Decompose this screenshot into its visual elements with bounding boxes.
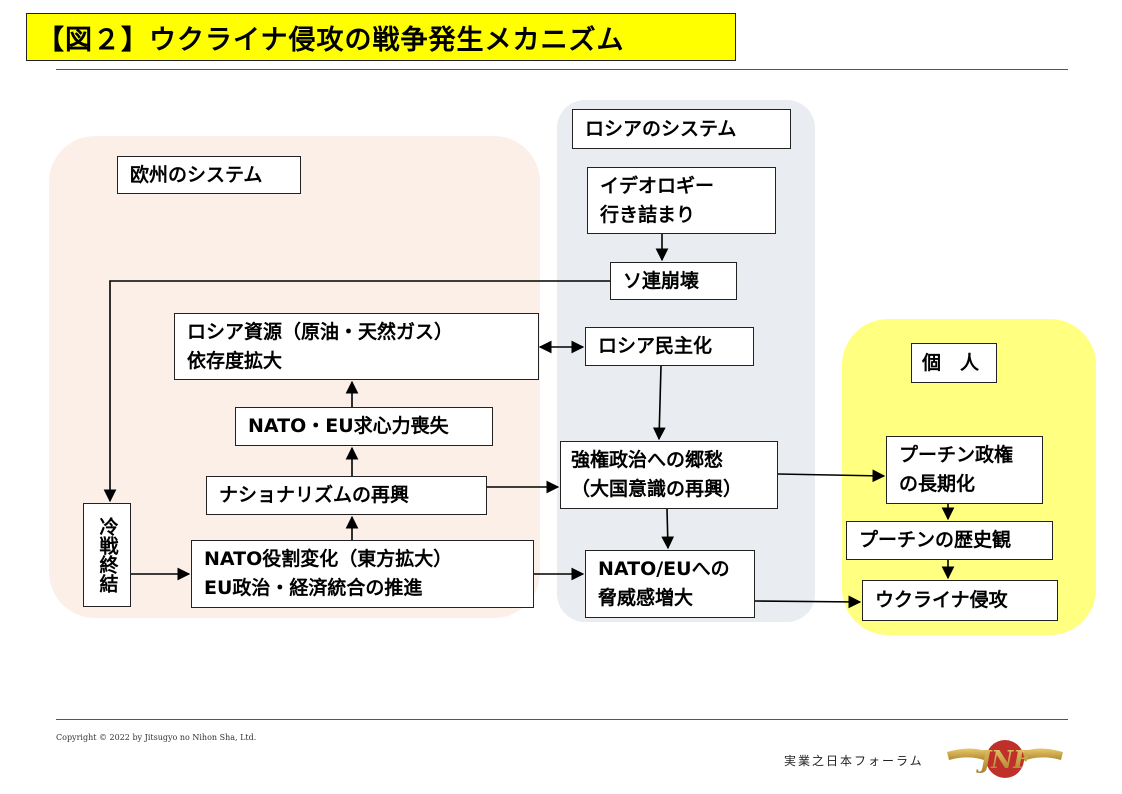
copyright-text: Copyright © 2022 by Jitsugyo no Nihon Sh… [56,733,257,742]
region-label-russia: ロシアのシステム [572,109,791,149]
node-ideology-deadlock: イデオロギー 行き詰まり [587,167,776,234]
node-nationalism-revival: ナショナリズムの再興 [206,476,487,515]
arrow-strong-to-threat [661,508,675,550]
node-ukraine-invasion: ウクライナ侵攻 [862,580,1058,621]
header-divider [56,69,1068,70]
node-resource-dependency: ロシア資源（原油・天然ガス） 依存度拡大 [174,313,539,380]
node-russia-democratization: ロシア民主化 [585,327,754,366]
node-nato-eu-threat: NATO/EUへの 脅威感増大 [585,550,755,618]
node-cold-war-end: 冷戦終結 [83,503,131,607]
node-strong-politics-nostalgia: 強権政治への郷愁 （大国意識の再興） [560,441,778,509]
logo-lettering: JNF [976,745,1032,774]
arrow-democratization-to-strong [652,365,666,441]
diagram-title: 【図２】ウクライナ侵攻の戦争発生メカニズム [26,13,736,61]
node-nato-eu-cohesion-loss: NATO・EU求心力喪失 [235,407,493,446]
arrow-strong-to-putin-term [777,469,886,483]
footer-divider [56,719,1068,720]
node-putin-long-term: プーチン政権 の長期化 [886,436,1043,504]
region-label-individual: 個 人 [911,343,997,383]
jnf-logo: JNF [945,738,1065,780]
arrow-ussr-to-coldwar [103,280,610,503]
arrow-threat-to-invasion [754,595,862,609]
node-nato-role-change: NATO役割変化（東方拡大） EU政治・経済統合の推進 [191,540,534,608]
forum-name: 実業之日本フォーラム [784,754,924,768]
node-putin-historical-view: プーチンの歴史観 [846,521,1053,560]
node-ussr-collapse: ソ連崩壊 [610,262,737,300]
region-label-europe: 欧州のシステム [117,156,301,194]
